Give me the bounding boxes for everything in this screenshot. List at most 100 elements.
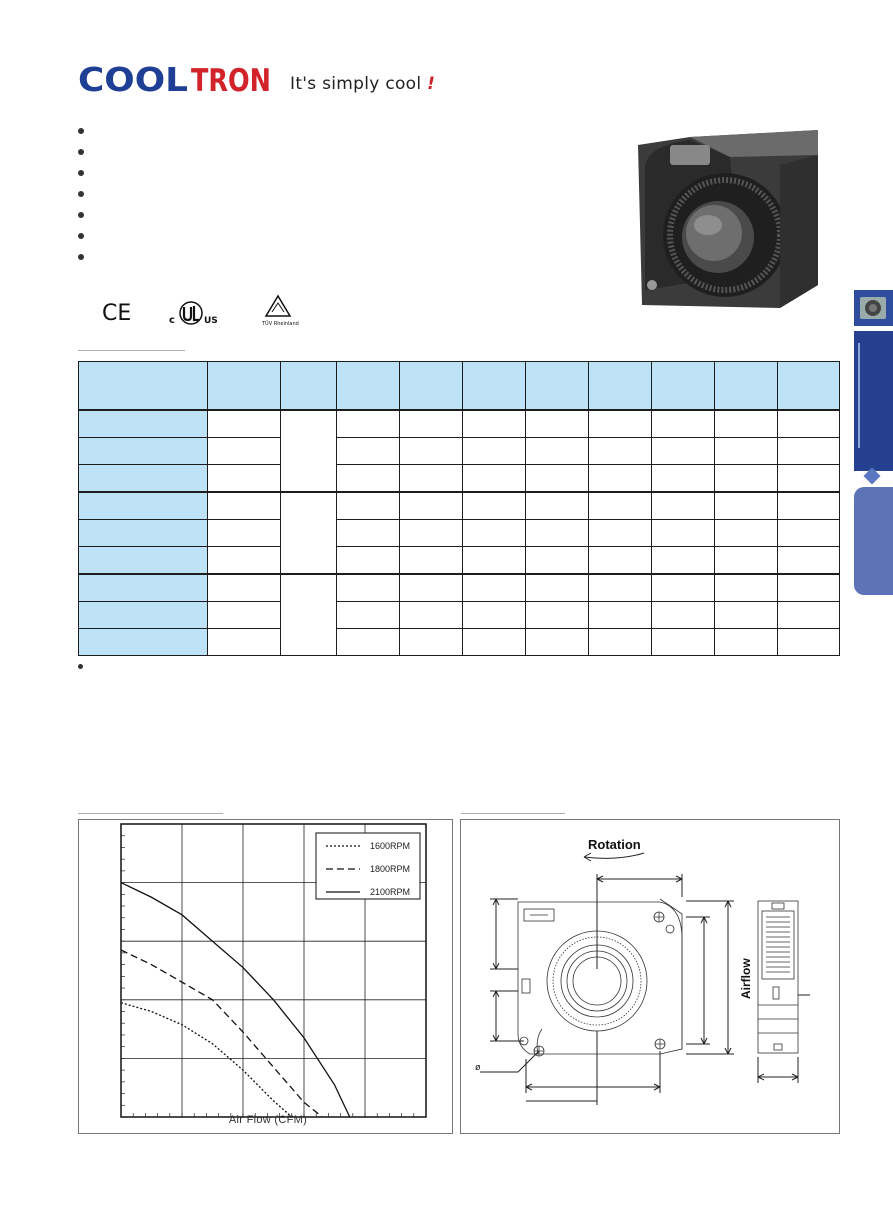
logo-tron-text: TRON <box>191 63 271 96</box>
voltage-group-cell <box>280 491 337 575</box>
table-row <box>78 437 840 465</box>
note-bullet-icon <box>78 664 83 669</box>
blower-fan-photo <box>638 130 818 308</box>
table-cell <box>588 519 652 547</box>
table-cell <box>777 437 840 465</box>
table-cell <box>714 573 778 602</box>
table-cell <box>462 464 526 493</box>
table-cell <box>336 437 400 465</box>
ul-us-text: US <box>204 316 218 326</box>
chart-section-rule <box>78 813 223 814</box>
model-cell <box>78 601 208 629</box>
header-cell <box>78 361 208 411</box>
table-cell <box>651 409 715 438</box>
series-line-2100rpm <box>120 882 351 1118</box>
ul-mark-icon <box>179 301 203 325</box>
bullet-icon <box>78 233 84 239</box>
table-row <box>78 601 840 629</box>
table-cell <box>336 601 400 629</box>
table-cell <box>525 546 589 575</box>
tagline-text: It's simply cool <box>290 74 422 94</box>
table-cell <box>777 628 840 656</box>
tuv-triangle-icon <box>264 294 292 317</box>
table-cell <box>207 464 281 493</box>
series-line-1600rpm <box>120 1002 293 1118</box>
table-cell <box>777 573 840 602</box>
ul-c-text: c <box>169 315 175 326</box>
side-view <box>757 900 810 1083</box>
series-line-1800rpm <box>120 949 323 1118</box>
dimension-drawing-panel <box>460 819 840 1134</box>
table-cell <box>651 573 715 602</box>
table-cell <box>207 601 281 629</box>
header-cell <box>651 361 715 411</box>
table-cell <box>207 573 281 602</box>
table-cell <box>336 628 400 656</box>
tagline: It's simply cool ! <box>290 74 435 94</box>
chart-x-axis-label: Air Flow (CFM) <box>228 1114 308 1126</box>
table-row <box>78 573 840 656</box>
table-cell <box>588 601 652 629</box>
table-cell <box>399 519 463 547</box>
bullet-icon <box>78 254 84 260</box>
logo-cool-text: COOL <box>78 62 188 96</box>
table-cell <box>462 601 526 629</box>
chart-legend: 1600RPM 1800RPM 2100RPM <box>315 832 421 900</box>
table-cell <box>399 409 463 438</box>
table-row <box>78 464 840 493</box>
header-cell <box>462 361 526 411</box>
table-cell <box>714 628 778 656</box>
table-row <box>78 546 840 575</box>
table-cell <box>588 546 652 575</box>
side-tab-section[interactable] <box>854 331 893 471</box>
table-cell <box>525 491 589 520</box>
rotation-arrow-icon <box>583 852 645 859</box>
table-cell <box>777 519 840 547</box>
model-cell <box>78 628 208 656</box>
table-cell <box>777 491 840 520</box>
header-cell <box>588 361 652 411</box>
table-cell <box>714 546 778 575</box>
table-cell <box>777 546 840 575</box>
side-tab-next[interactable] <box>854 487 893 595</box>
table-cell <box>399 601 463 629</box>
table-cell <box>336 464 400 493</box>
table-cell <box>714 409 778 438</box>
model-cell <box>78 519 208 547</box>
tuv-text: TÜV Rheinland <box>261 320 299 327</box>
performance-chart: 1600RPM 1800RPM 2100RPM <box>120 823 427 1118</box>
model-cell <box>78 437 208 465</box>
airflow-label: Airflow <box>739 958 753 999</box>
bullet-icon <box>78 212 84 218</box>
chart-series-lines <box>120 882 351 1118</box>
table-cell <box>462 628 526 656</box>
table-cell <box>462 409 526 438</box>
legend-box <box>315 832 421 900</box>
table-cell <box>336 491 400 520</box>
table-cell <box>336 519 400 547</box>
tagline-mark: ! <box>427 74 436 94</box>
table-cell <box>336 546 400 575</box>
table-cell <box>462 437 526 465</box>
front-view <box>517 898 683 1057</box>
table-cell <box>714 464 778 493</box>
table-cell <box>525 464 589 493</box>
table-row <box>78 628 840 656</box>
table-cell <box>399 573 463 602</box>
table-cell <box>399 628 463 656</box>
bullet-icon <box>78 149 84 155</box>
side-tab-divider <box>858 343 860 448</box>
bullet-icon <box>78 170 84 176</box>
table-cell <box>651 464 715 493</box>
bullet-icon <box>78 191 84 197</box>
model-cell <box>78 546 208 575</box>
table-cell <box>651 601 715 629</box>
table-cell <box>777 601 840 629</box>
legend-label-2100: 2100RPM <box>370 887 410 897</box>
table-cell <box>336 573 400 602</box>
header-cell <box>525 361 589 411</box>
spec-table-header <box>78 361 840 411</box>
table-cell <box>651 491 715 520</box>
table-cell <box>651 546 715 575</box>
table-cell <box>714 491 778 520</box>
